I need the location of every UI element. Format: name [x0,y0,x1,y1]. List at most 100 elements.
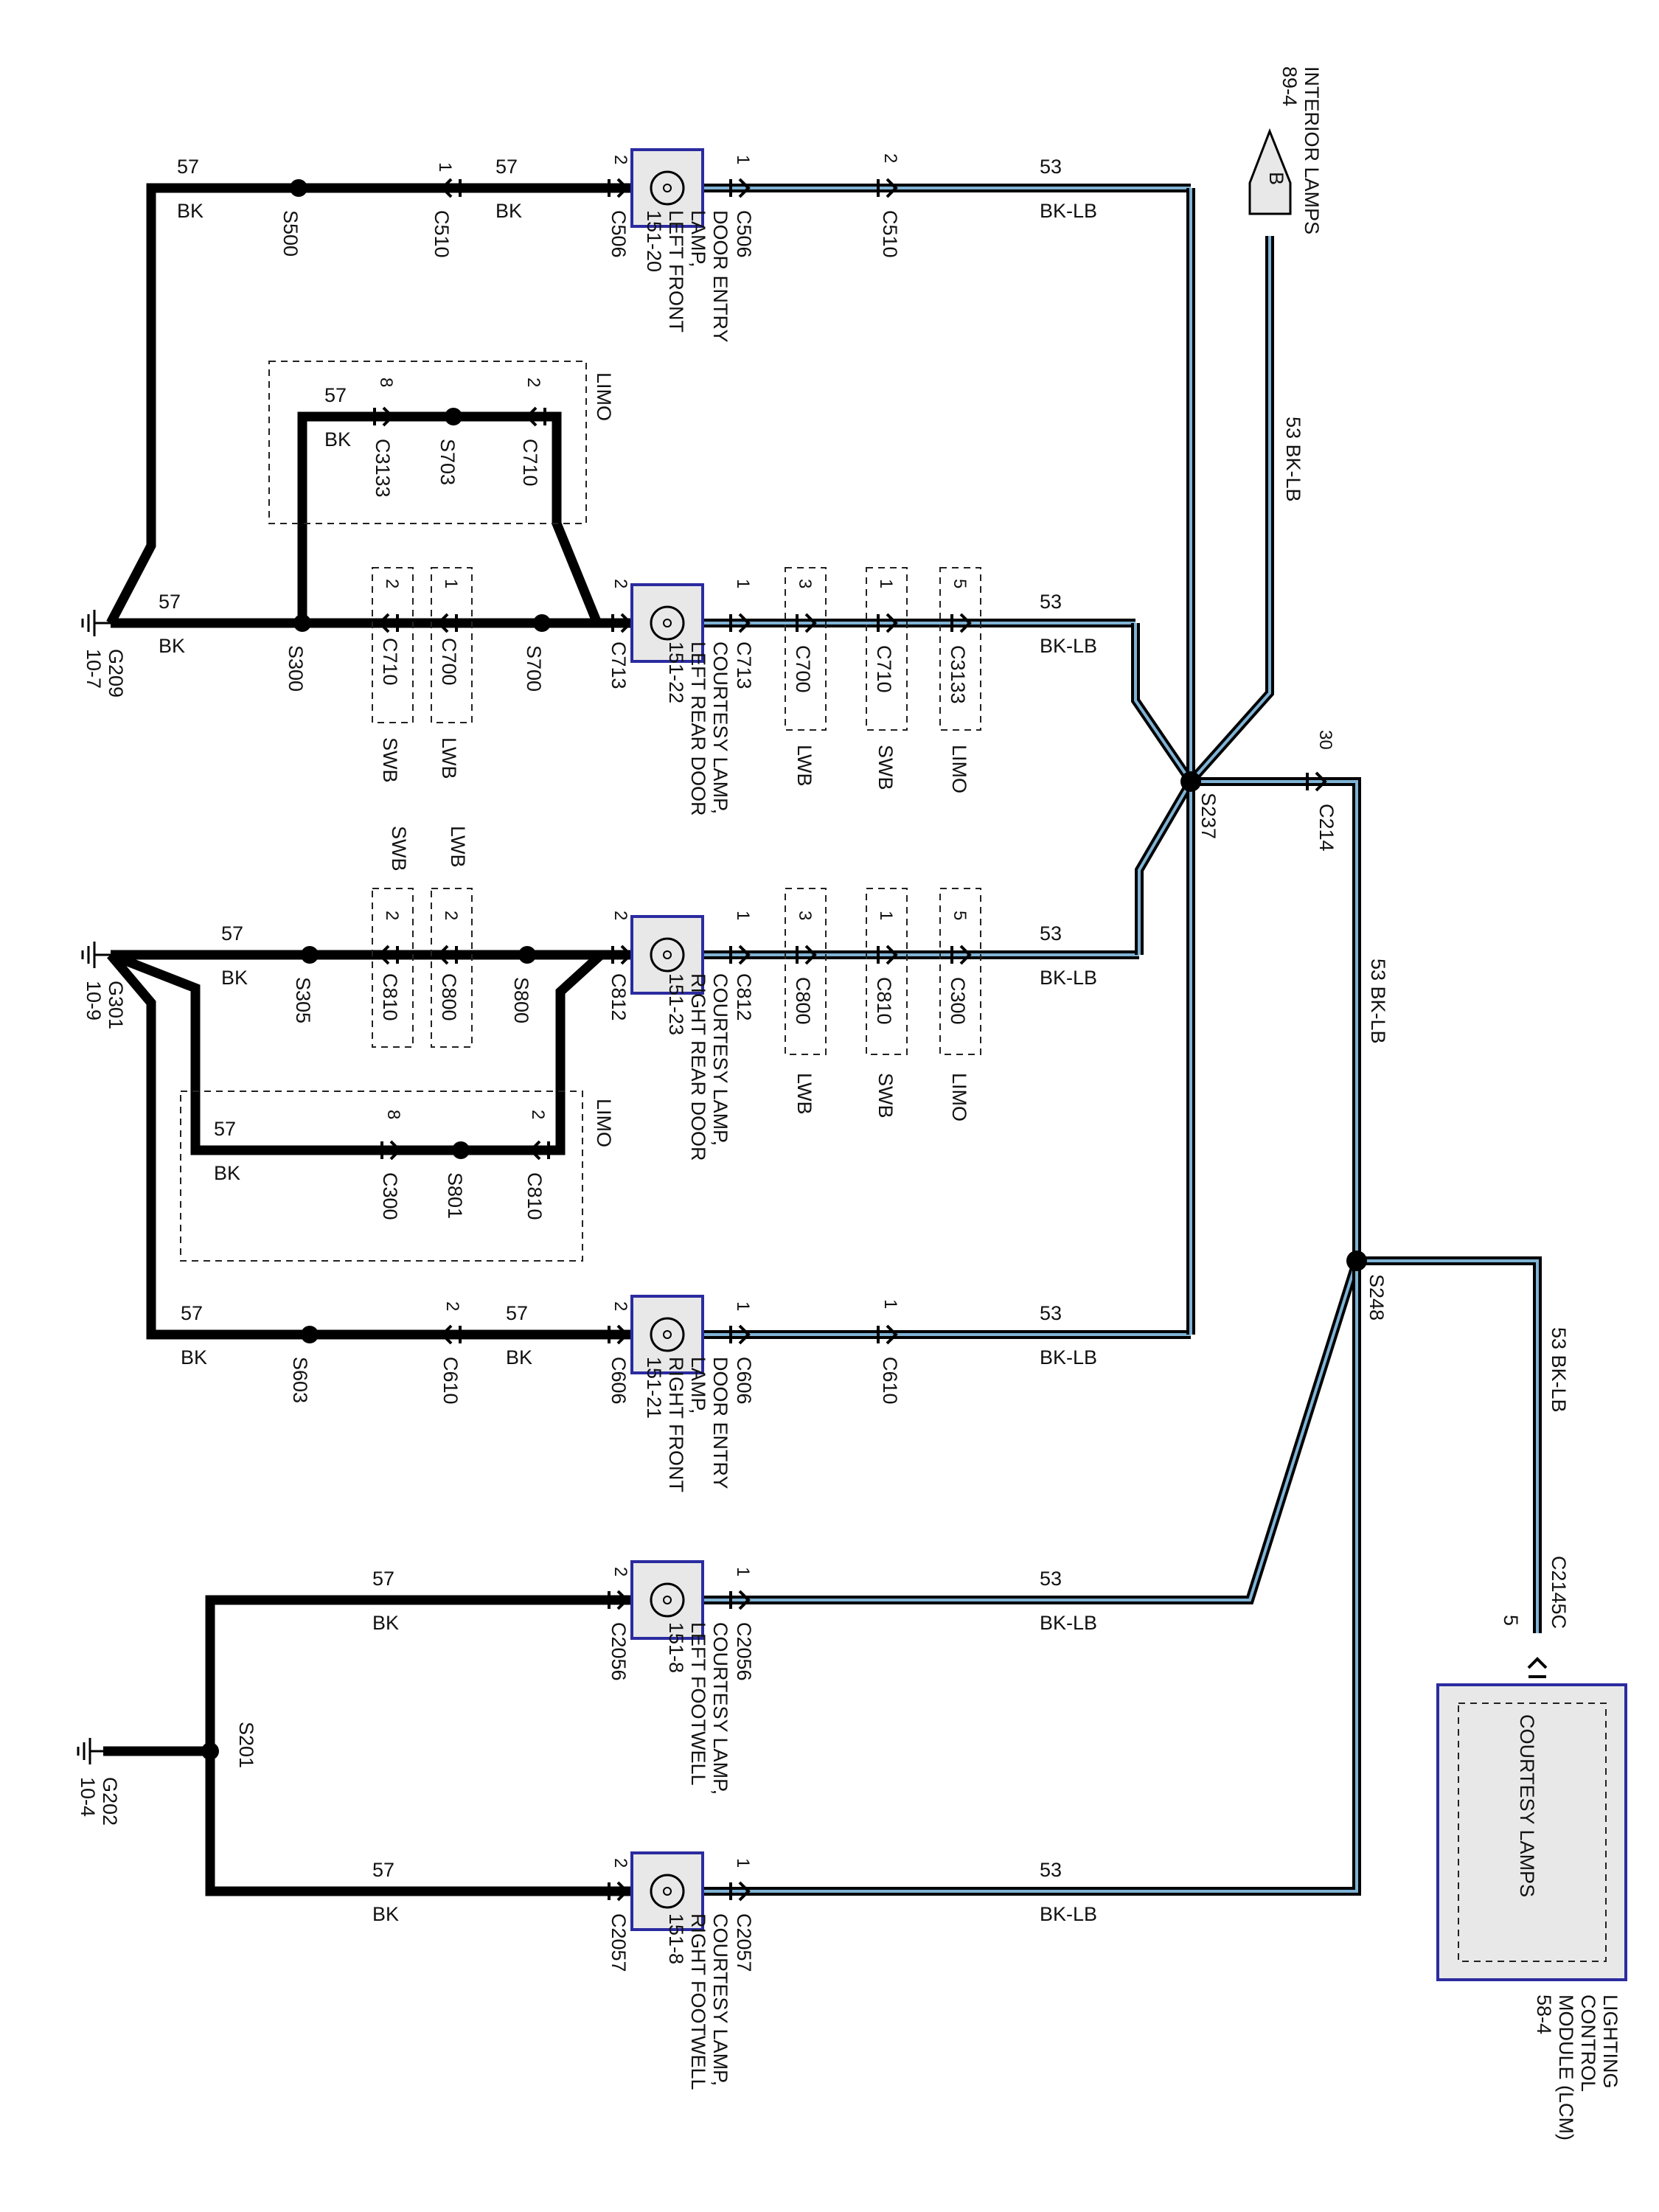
splice-s237: S237 [1197,793,1220,839]
color-label: BK [221,967,248,989]
lamp-name-line2: LAMP, [687,210,709,268]
option-limo: LIMO [593,372,615,421]
interior-lamps-page: 89-4 [1279,66,1301,106]
wire-30-bk-lb [1191,777,1361,1261]
splice-s201: S201 [235,1722,257,1768]
color-label: BK-LB [1040,200,1097,222]
color-label: BK [214,1162,240,1184]
pin-label: 2 [611,1567,630,1576]
lamp-page: 151-20 [643,210,665,272]
pin-label: 5 [950,911,970,920]
pin-label: 1 [733,1567,753,1576]
pin-label: 2 [611,579,630,588]
lcm-page: 58-4 [1533,1994,1555,2034]
pin-label: 2 [528,1110,548,1119]
ground-g209 [81,608,96,638]
wire-53-bk-lb [1135,779,1195,955]
connector-c300: C300 [379,1172,401,1220]
color-label: BK [372,1612,399,1634]
wire-53-bk-lb [1131,623,1194,785]
color-label: BK-LB [1040,967,1097,989]
connector-c610: C610 [439,1357,462,1405]
connector-c300: C300 [947,977,969,1025]
circuit-label: 57 [159,591,181,613]
option-limo: LIMO [948,745,970,793]
pin-label: 5 [950,579,970,588]
lamp-page: 151-22 [665,641,687,703]
wire-57-bk [107,951,634,1340]
connector-c510: C510 [879,210,901,258]
pin-label: 2 [442,1301,462,1311]
lamp-page: 151-23 [665,973,687,1035]
pin-label: 2 [880,153,900,163]
pin-label: 2 [382,579,402,588]
color-label: BK [181,1346,207,1368]
color-label: BK-LB [1040,1612,1097,1634]
pin-label: 2 [611,1858,630,1868]
connector-c800: C800 [792,977,814,1025]
color-label: BK-LB [1040,635,1097,657]
ground-page: 10-7 [83,649,105,689]
connector-c2056: C2056 [608,1622,630,1681]
labels: INTERIOR LAMPS 89-4 57 BK S500 1 C510 57… [77,66,1621,2140]
connector-c812: C812 [608,973,630,1021]
lamp-name-line2: RIGHT FOOTWELL [687,1913,709,2090]
color-label: BK [177,200,204,222]
pin-label: 3 [795,911,815,920]
connector-c3133: C3133 [947,645,969,704]
connector-marks [373,178,1548,1902]
connector-c2056: C2056 [733,1622,755,1681]
circuit-label: 57 [495,156,518,178]
circuit-label: 30 [1315,730,1335,750]
splice-s801: S801 [444,1172,466,1219]
lamp-page: 151-8 [665,1913,687,1964]
color-label: BK-LB [1040,1346,1097,1368]
connector-c713: C713 [608,641,630,689]
color-label: BK-LB [1040,1903,1097,1925]
lamp-name-line2: LAMP, [687,1357,709,1414]
connector-c800: C800 [438,973,460,1021]
color-label: BK [159,635,185,657]
circuit-label: 53 [1040,1568,1062,1590]
ground-id: G202 [99,1777,121,1826]
pin-label: 1 [733,911,753,920]
option-lwb: LWB [793,1073,815,1115]
splice-s700: S700 [523,645,545,692]
pin-label: 2 [611,911,630,920]
splice-s248: S248 [1366,1274,1388,1321]
lamp-name-line1: DOOR ENTRY [709,1357,731,1489]
lamp-name-line2: LEFT FOOTWELL [687,1622,709,1786]
connector-c700: C700 [438,638,460,686]
lcm-inner-label: COURTESY LAMPS [1516,1714,1538,1897]
connector-c2145c: C2145C [1548,1556,1570,1629]
circuit-label: 53 [1040,591,1062,613]
interior-lamps-connector: B [1248,128,1292,215]
lamp-name-line1: DOOR ENTRY [709,210,731,343]
circuit-label: 57 [324,384,347,406]
connector-c810: C810 [524,1172,546,1220]
wire-label: 53 BK-LB [1367,959,1389,1044]
connector-c2057: C2057 [608,1913,630,1972]
lamp-page: 151-8 [665,1622,687,1673]
option-swb: SWB [874,1073,897,1119]
lamp-name-line2: RIGHT REAR DOOR [687,973,709,1161]
wire-53-bk-lb [1357,1259,1539,1633]
interior-lamps-pin: B [1265,172,1287,185]
ground-g301 [81,940,96,970]
pin-label: 1 [880,1299,900,1309]
wire-57-bk [205,1595,634,1896]
option-lwb: LWB [793,745,815,787]
wire-53-bk-lb [704,1261,1358,1893]
option-lwb: LWB [447,826,469,868]
connector-c610: C610 [879,1357,901,1405]
circuit-label: 53 [1040,1859,1062,1881]
circuit-label: 57 [372,1568,394,1590]
color-label: BK [372,1903,399,1925]
circuit-label: 57 [214,1118,236,1140]
lamp-name-line1: COURTESY LAMP, [709,1622,731,1795]
splice-s603: S603 [289,1357,311,1403]
wire-57-bk [108,950,605,1155]
interior-lamps-title: INTERIOR LAMPS [1301,66,1323,234]
connector-c810: C810 [379,973,401,1021]
